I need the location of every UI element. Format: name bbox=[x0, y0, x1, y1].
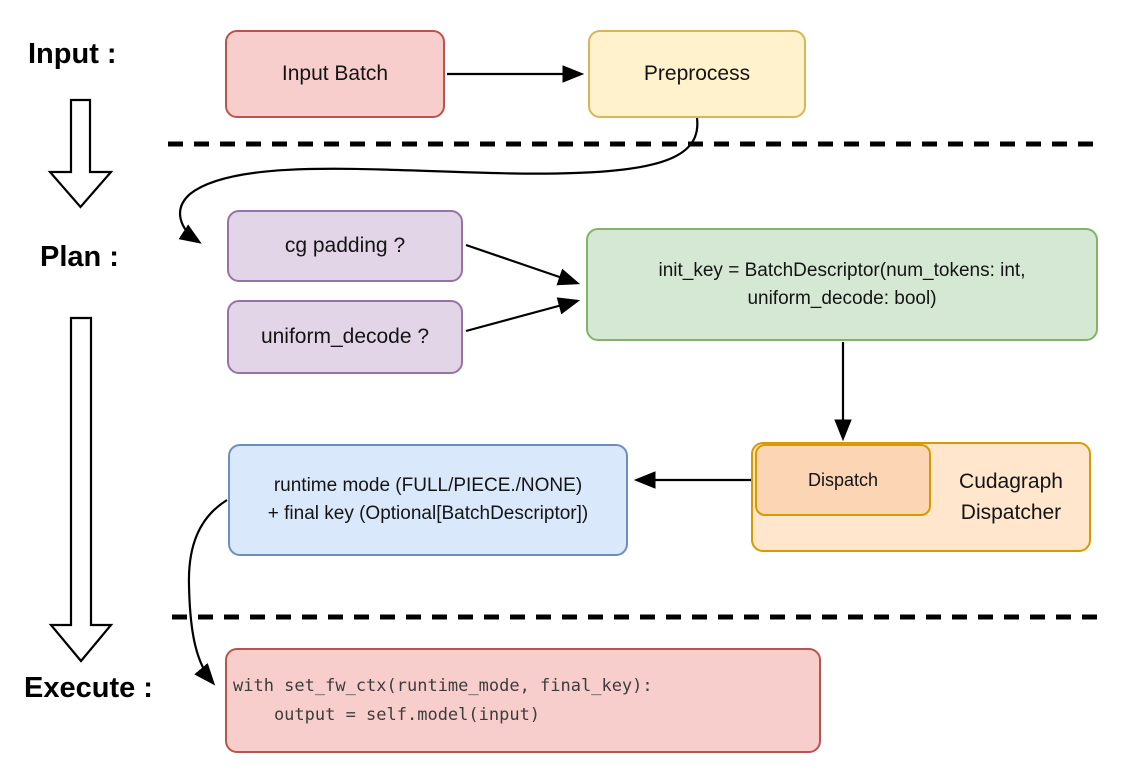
cudagraph-dispatcher-line1: Cudagraph bbox=[959, 469, 1063, 493]
node-runtime-result-line2: + final key (Optional[BatchDescriptor]) bbox=[267, 503, 589, 524]
node-cg-padding: cg padding ? bbox=[227, 210, 463, 282]
node-runtime-result-line1: runtime mode (FULL/PIECE./NONE) bbox=[273, 475, 583, 497]
node-init-key-line1: init_key = BatchDescriptor(num_tokens: i… bbox=[658, 259, 1026, 281]
execute-code-line1: with set_fw_ctx(runtime_mode, final_key)… bbox=[233, 675, 653, 696]
node-uniform-decode: uniform_decode ? bbox=[227, 300, 463, 374]
node-init-key-line2: uniform_decode: bool) bbox=[747, 287, 937, 309]
node-preprocess: Preprocess bbox=[588, 30, 806, 118]
stage-label-execute: Execute : bbox=[24, 672, 153, 704]
node-execute-code: with set_fw_ctx(runtime_mode, final_key)… bbox=[225, 648, 821, 753]
arrow-uniformdecode-to-initkey bbox=[465, 297, 581, 333]
node-input-batch-label: Input Batch bbox=[281, 61, 389, 85]
node-init-key: init_key = BatchDescriptor(num_tokens: i… bbox=[586, 228, 1098, 341]
node-cg-padding-label: cg padding ? bbox=[284, 233, 406, 257]
hollow-arrow-plan-to-execute bbox=[48, 316, 114, 663]
node-dispatch: Dispatch bbox=[755, 444, 931, 516]
node-input-batch: Input Batch bbox=[225, 30, 445, 118]
execute-code-line2: output = self.model(input) bbox=[233, 704, 541, 725]
cudagraph-dispatcher-line2: Dispatcher bbox=[960, 501, 1062, 524]
arrow-runtime-to-executecode bbox=[187, 499, 228, 686]
node-cudagraph-dispatcher-label: Cudagraph Dispatcher bbox=[931, 442, 1091, 552]
arrow-cgpadding-to-initkey bbox=[465, 243, 581, 286]
node-uniform-decode-label: uniform_decode ? bbox=[260, 324, 430, 348]
node-runtime-result: runtime mode (FULL/PIECE./NONE) + final … bbox=[228, 444, 628, 556]
arrow-preprocess-to-cgpadding bbox=[178, 117, 699, 244]
stage-label-input: Input : bbox=[28, 38, 117, 70]
hollow-arrow-input-to-plan bbox=[47, 98, 114, 209]
stage-label-plan: Plan : bbox=[40, 241, 119, 273]
node-dispatch-label: Dispatch bbox=[807, 469, 879, 490]
node-preprocess-label: Preprocess bbox=[643, 61, 751, 85]
